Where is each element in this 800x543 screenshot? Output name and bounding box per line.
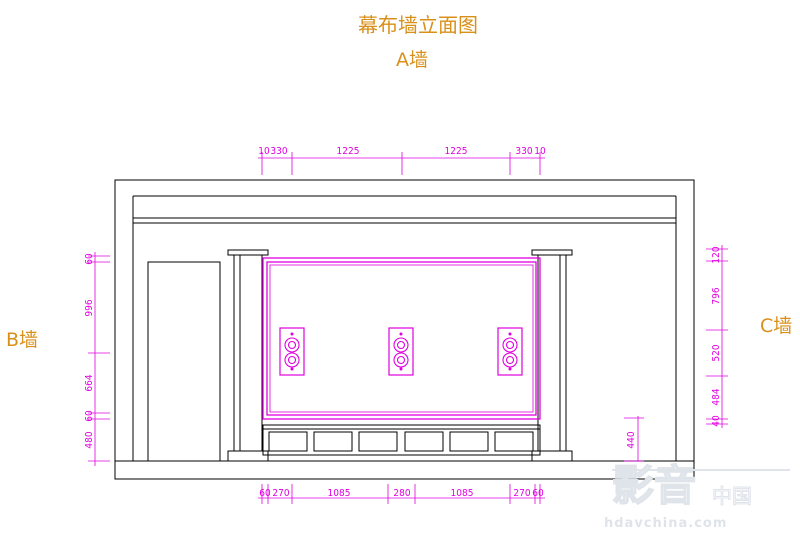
dim-left-5: 480 (84, 431, 95, 448)
column-left (227, 249, 269, 462)
watermark: 影音 中国 hdavchina.com (604, 460, 790, 531)
dim-left-1: 60 (84, 253, 95, 265)
dim-bottom-4: 280 (393, 488, 410, 499)
projection-screen (262, 257, 541, 420)
door (147, 261, 221, 462)
speaker-group (279, 327, 523, 376)
dim-right-5: 40 (711, 415, 722, 427)
dim-top-6: 10 (534, 146, 546, 157)
dim-bottom-6: 270 (513, 488, 530, 499)
dim-left-4: 60 (84, 410, 95, 422)
dim-right-1: 120 (711, 246, 722, 263)
media-cabinet (262, 424, 541, 456)
dimension-lines (88, 152, 728, 504)
speaker-icon (388, 327, 414, 376)
dim-left-3: 664 (84, 374, 95, 391)
dim-cabinet-height: 440 (626, 431, 637, 448)
dim-top-2: 330 (270, 146, 287, 157)
watermark-cn: 中国 (712, 484, 752, 508)
dim-bottom-2: 270 (272, 488, 289, 499)
wall-label-c: C墙 (760, 315, 792, 337)
dim-right-3: 520 (711, 344, 722, 361)
dim-left-2: 996 (84, 299, 95, 316)
dim-bottom-7: 60 (532, 488, 544, 499)
drawing-title: 幕布墙立面图 (358, 13, 478, 37)
watermark-url: hdavchina.com (604, 516, 727, 531)
dim-right-4: 484 (711, 388, 722, 405)
column-right (531, 249, 573, 462)
wall-label-a: A墙 (396, 49, 428, 71)
dim-bottom-3: 1085 (328, 488, 351, 499)
dim-bottom-1: 60 (259, 488, 271, 499)
watermark-logo: 影音 (612, 461, 696, 510)
room-outline (114, 179, 695, 480)
dim-bottom-5: 1085 (451, 488, 474, 499)
dim-top-1: 10 (258, 146, 270, 157)
dim-top-4: 1225 (445, 146, 468, 157)
dim-top-5: 330 (515, 146, 532, 157)
dim-top-3: 1225 (337, 146, 360, 157)
dim-right-2: 796 (711, 287, 722, 304)
speaker-icon (497, 327, 523, 376)
speaker-icon (279, 327, 305, 376)
wall-label-b: B墙 (6, 329, 38, 351)
